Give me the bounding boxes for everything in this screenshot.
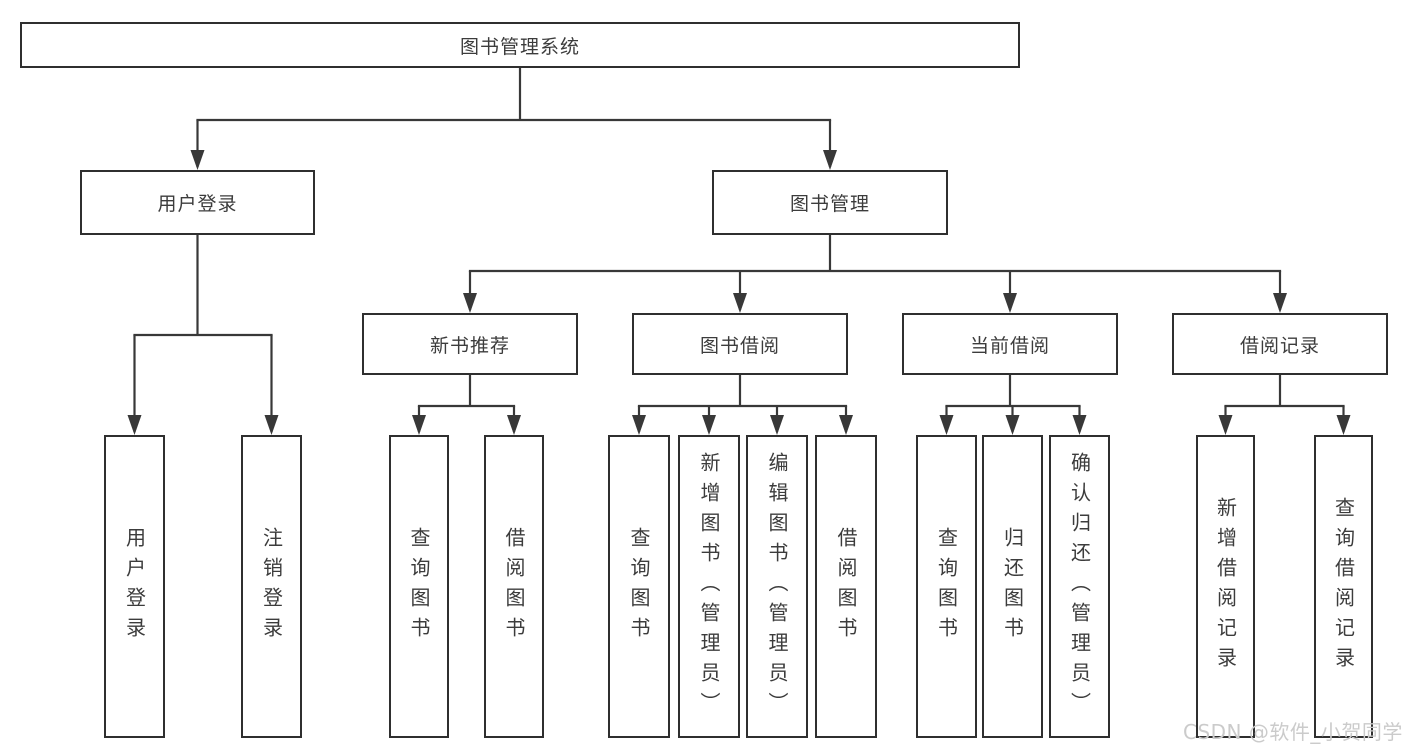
node-current-borrow-label: 当前借阅 xyxy=(969,334,1050,357)
leaf-nbr-borrow-books-label: 借阅图书 xyxy=(502,526,526,647)
leaf-br-query-record: 查询借阅记录 xyxy=(1314,435,1373,738)
node-user-login: 用户登录 xyxy=(80,170,315,235)
leaf-logout: 注销登录 xyxy=(241,435,302,738)
leaf-br-add-record: 新增借阅记录 xyxy=(1196,435,1255,738)
leaf-logout-label: 注销登录 xyxy=(259,526,284,647)
leaf-cb-return-books-label: 归还图书 xyxy=(1000,526,1025,647)
leaf-bb-add-books-admin: 新增图书（管理员） xyxy=(678,435,740,738)
leaf-bb-edit-books-admin-label: 编辑图书（管理员） xyxy=(765,451,789,722)
leaf-cb-query-books: 查询图书 xyxy=(916,435,977,738)
leaf-bb-query-books: 查询图书 xyxy=(608,435,670,738)
leaf-nbr-query-books: 查询图书 xyxy=(389,435,449,738)
node-book-management-label: 图书管理 xyxy=(789,193,870,215)
leaf-user-login: 用户登录 xyxy=(104,435,165,738)
node-user-login-label: 用户登录 xyxy=(157,193,238,215)
node-root: 图书管理系统 xyxy=(20,22,1020,68)
node-root-label: 图书管理系统 xyxy=(459,35,580,58)
leaf-br-add-record-label: 新增借阅记录 xyxy=(1213,496,1238,677)
node-book-borrow: 图书借阅 xyxy=(632,313,848,375)
leaf-cb-return-books: 归还图书 xyxy=(982,435,1043,738)
leaf-bb-edit-books-admin: 编辑图书（管理员） xyxy=(746,435,808,738)
leaf-cb-confirm-return-admin-label: 确认归还（管理员） xyxy=(1067,451,1092,722)
leaf-nbr-borrow-books: 借阅图书 xyxy=(484,435,544,738)
node-borrow-records-label: 借阅记录 xyxy=(1239,334,1320,357)
leaf-cb-confirm-return-admin: 确认归还（管理员） xyxy=(1049,435,1110,738)
node-book-management: 图书管理 xyxy=(712,170,948,235)
leaf-cb-query-books-label: 查询图书 xyxy=(934,526,959,647)
leaf-bb-borrow-books-label: 借阅图书 xyxy=(834,526,858,647)
node-new-book-recommend: 新书推荐 xyxy=(362,313,578,375)
leaf-bb-add-books-admin-label: 新增图书（管理员） xyxy=(697,451,721,722)
leaf-bb-borrow-books: 借阅图书 xyxy=(815,435,877,738)
csdn-watermark: CSDN @软件_小贺同学 xyxy=(1183,720,1403,744)
leaf-nbr-query-books-label: 查询图书 xyxy=(407,526,431,647)
node-current-borrow: 当前借阅 xyxy=(902,313,1118,375)
leaf-br-query-record-label: 查询借阅记录 xyxy=(1331,496,1356,677)
leaf-user-login-label: 用户登录 xyxy=(122,526,147,647)
node-borrow-records: 借阅记录 xyxy=(1172,313,1388,375)
node-book-borrow-label: 图书借阅 xyxy=(699,334,780,357)
leaf-bb-query-books-label: 查询图书 xyxy=(627,526,651,647)
node-new-book-recommend-label: 新书推荐 xyxy=(429,334,510,357)
